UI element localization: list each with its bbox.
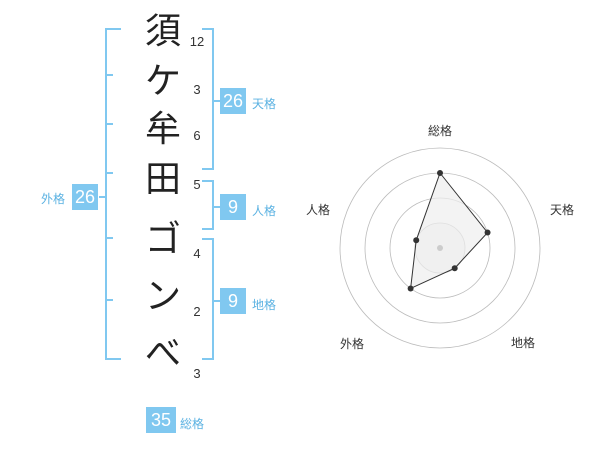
- name-char: 牟: [144, 109, 181, 150]
- stroke-count: 4: [193, 246, 201, 261]
- radar-chart: [339, 147, 541, 349]
- radar-point: [437, 170, 443, 176]
- tenkaku-value: 26: [220, 88, 246, 114]
- name-char: ゴ: [144, 219, 181, 260]
- name-char: べ: [144, 333, 181, 374]
- radar-ring: [339, 147, 541, 349]
- stroke-count: 2: [193, 304, 201, 319]
- radar-axis-label: 天格: [550, 203, 575, 217]
- stroke-count: 5: [193, 177, 201, 192]
- name-char: ン: [144, 276, 181, 317]
- radar-series-polygon: [410, 171, 489, 290]
- radar-point: [484, 229, 491, 236]
- stroke-count: 3: [193, 82, 201, 97]
- chikaku-label: 地格: [252, 298, 277, 312]
- chikaku-value: 9: [220, 288, 246, 314]
- soukaku-label: 総格: [180, 417, 205, 431]
- name-char: 田: [144, 159, 181, 200]
- jinkaku-value: 9: [220, 194, 246, 220]
- radar-center: [437, 245, 443, 251]
- radar-point: [451, 265, 458, 272]
- radar-axis-label: 人格: [306, 203, 331, 217]
- gaikaku-label: 外格: [41, 192, 66, 206]
- stroke-count: 6: [193, 128, 201, 143]
- name-char: 須: [144, 11, 181, 52]
- stroke-count: 3: [193, 366, 201, 381]
- radar-axis-label: 地格: [511, 336, 536, 350]
- radar-axis-label: 外格: [340, 337, 365, 351]
- radar-point: [413, 237, 420, 244]
- radar-point: [407, 285, 414, 292]
- soukaku-value: 35: [146, 407, 176, 433]
- radar-axis-label: 総格: [428, 124, 453, 138]
- gaikaku-value: 26: [72, 184, 98, 210]
- tenkaku-label: 天格: [252, 97, 277, 111]
- stroke-count: 12: [189, 34, 205, 49]
- name-char: ケ: [144, 61, 181, 102]
- jinkaku-label: 人格: [252, 204, 277, 218]
